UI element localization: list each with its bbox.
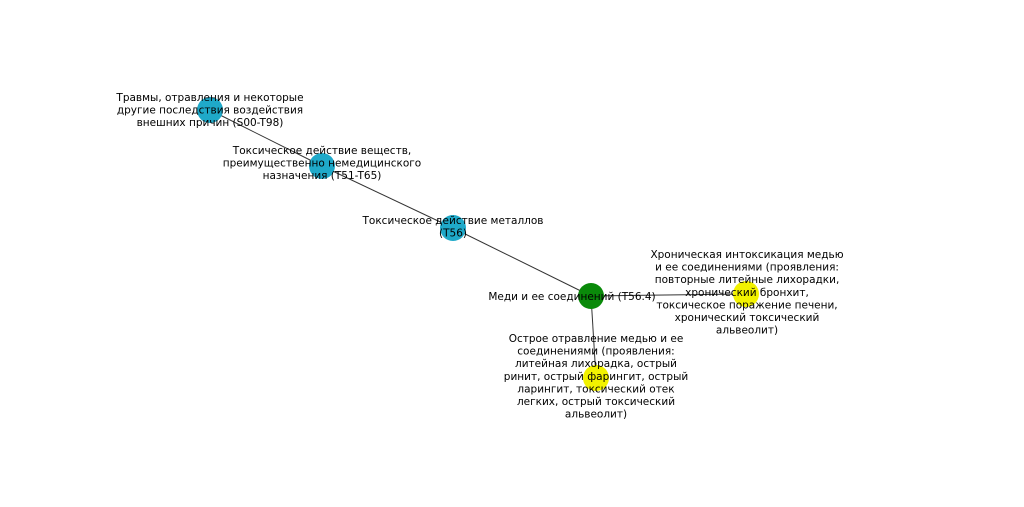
node-n5-label-line: Хроническая интоксикация медью (650, 249, 843, 261)
edges-layer (209, 109, 747, 379)
node-n6-label-line: литейная лихорадка, острый (515, 358, 677, 370)
node-n5-label-line: и ее соединениями (проявления: (655, 262, 839, 274)
node-n5-label-line: хронический бронхит, (685, 287, 809, 299)
node-n5-label-line: повторные литейные лихорадки, (655, 274, 840, 286)
node-n4-label: Меди и ее соединений (T56.4) (488, 291, 655, 303)
node-n1-label-line: другие последствия воздействия (117, 105, 303, 117)
node-n6-label-line: ринит, острый фарингит, острый (504, 371, 688, 383)
edge-n3-n4 (452, 227, 592, 297)
node-n4-label-line: Меди и ее соединений (T56.4) (488, 291, 655, 303)
edge-n1-n2 (209, 109, 323, 167)
edge-n4-n5 (590, 293, 747, 297)
node-n1-circle (197, 97, 223, 123)
node-n3-label: Токсическое действие металлов(T56) (362, 215, 544, 240)
node-n3-label-line: Токсическое действие металлов (362, 215, 544, 227)
node-n5-circle (733, 281, 759, 307)
node-n2-label-line: Токсическое действие веществ, (232, 145, 411, 157)
node-n6-label-line: соединениями (проявления: (517, 346, 674, 358)
node-n2-label-line: преимущественно немедицинского (223, 158, 421, 170)
node-n5-label-line: хронический токсический (675, 312, 820, 324)
node-n6-circle (583, 365, 609, 391)
edge-n4-n6 (590, 295, 597, 379)
node-n1-label-line: Травмы, отравления и некоторые (115, 92, 303, 104)
edge-n2-n3 (321, 165, 454, 229)
node-n2-label-line: назначения (T51-T65) (263, 170, 382, 182)
node-n6-label-line: альвеолит) (565, 409, 627, 421)
node-n2-circle (309, 153, 335, 179)
node-n3-circle (440, 215, 466, 241)
node-n5-label-line: альвеолит) (716, 325, 778, 337)
node-n3-label-line: (T56) (439, 228, 467, 240)
node-n2-label: Токсическое действие веществ,преимуществ… (223, 145, 421, 182)
node-n6-label-line: легких, острый токсический (517, 396, 675, 408)
nodes-layer (197, 97, 759, 391)
node-n4-circle (578, 283, 604, 309)
node-n6-label-line: Острое отравление медью и ее (509, 333, 684, 345)
node-n1-label-line: внешних причин (S00-T98) (137, 117, 284, 129)
node-n5-label-line: токсическое поражение печени, (656, 299, 837, 311)
node-n6-label-line: ларингит, токсический отек (517, 383, 674, 395)
